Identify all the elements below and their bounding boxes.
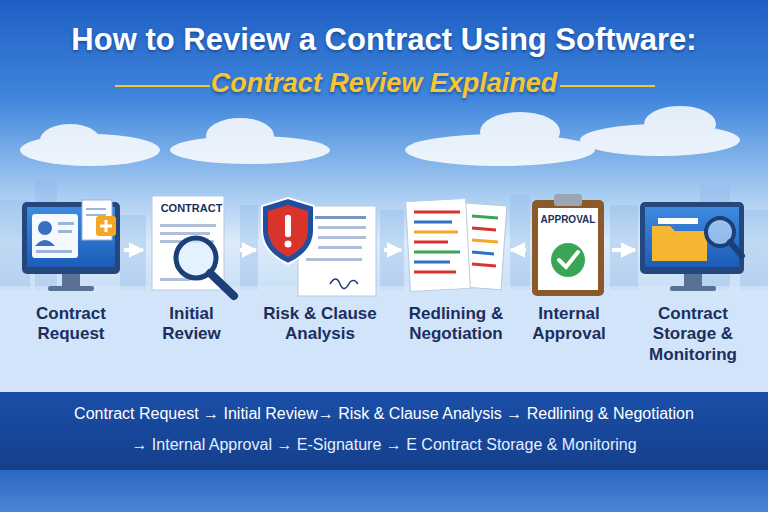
- request-monitor-icon-part: [86, 208, 106, 210]
- city-skyline-part: [240, 205, 258, 290]
- contract-magnifier-icon: [152, 196, 234, 296]
- approval-clipboard-icon-part: [538, 208, 598, 290]
- flow-arrow: [240, 248, 256, 252]
- redline-documents-icon-part-part: [414, 271, 456, 274]
- redline-documents-icon-part: [414, 212, 498, 272]
- storage-monitor-icon-part: [645, 207, 739, 267]
- city-skyline-part: [610, 205, 638, 290]
- clouds: [20, 106, 740, 166]
- subtitle-rules-part: [115, 85, 210, 87]
- step-label: Redlining & Negotiation: [403, 304, 509, 345]
- storage-monitor-icon-part: [640, 202, 744, 274]
- contract-magnifier-icon-part: [160, 278, 190, 281]
- step-label: Risk & Clause Analysis: [258, 304, 382, 345]
- storage-monitor-icon-part: [670, 286, 716, 291]
- risk-shield-document-icon-part: [268, 205, 308, 257]
- risk-shield-document-icon-part: [285, 241, 292, 248]
- redline-documents-icon-part-part: [414, 211, 460, 214]
- flow-arrow: [124, 248, 143, 252]
- process-step: APPROVAL Internal Approval: [528, 192, 610, 382]
- risk-shield-document-icon-part: [306, 258, 362, 261]
- process-step: CONTRACT Initial Review: [145, 192, 238, 382]
- flow-arrow: [612, 248, 635, 252]
- process-step: Redlining & Negotiation: [403, 192, 509, 382]
- process-step: Risk & Clause Analysis: [258, 192, 382, 382]
- redline-documents-icon-part-part: [414, 221, 452, 224]
- redline-documents-icon-part-part: [472, 252, 494, 254]
- step-label: Initial Review: [145, 304, 238, 345]
- background-illustration-part: [0, 0, 768, 392]
- storage-monitor-icon-part: [658, 218, 698, 224]
- background-illustration-part: [0, 286, 768, 392]
- request-monitor-icon-part: [35, 240, 55, 246]
- background-illustration-part: [0, 392, 768, 470]
- risk-shield-document-icon-part: [318, 226, 366, 229]
- request-monitor-icon-part: [96, 216, 116, 236]
- flow-arrow: [511, 248, 526, 252]
- step-label: Internal Approval: [528, 304, 610, 345]
- risk-shield-document-icon: [262, 198, 376, 296]
- flow-summary-line: Contract Request → Initial Review→ Risk …: [0, 405, 768, 423]
- clouds-part: [480, 112, 560, 152]
- contract-magnifier-icon-part: [160, 232, 210, 235]
- risk-shield-document-icon-part: [285, 215, 291, 237]
- request-monitor-icon-part: [86, 214, 106, 216]
- flow-summary-line: → Internal Approval → E-Signature → E Co…: [0, 436, 768, 454]
- icon-text: CONTRACT: [152, 202, 231, 214]
- redline-documents-icon-part-part: [472, 228, 496, 230]
- process-step: Contract Storage & Monitoring: [637, 192, 749, 382]
- redline-documents-icon-part-part: [472, 264, 496, 266]
- flow-arrow: [384, 248, 401, 252]
- city-skyline-part: [120, 215, 146, 290]
- clouds-part: [40, 124, 100, 156]
- request-monitor-icon-part: [58, 222, 74, 225]
- step-label: Contract Storage & Monitoring: [637, 304, 749, 365]
- contract-magnifier-icon-part: [210, 273, 234, 296]
- storage-monitor-icon-part: [652, 226, 707, 261]
- clouds-part: [644, 106, 716, 142]
- request-monitor-icon-part: [38, 221, 52, 235]
- redline-documents-icon-part-part: [414, 261, 450, 264]
- subtitle: Contract Review Explained: [0, 68, 768, 99]
- storage-monitor-icon-part: [730, 242, 742, 256]
- redline-documents-icon-part-part: [414, 231, 458, 234]
- city-skyline: [0, 180, 768, 290]
- approval-clipboard-icon-part: [559, 252, 578, 267]
- risk-shield-document-icon-part: [330, 279, 358, 289]
- city-skyline-part: [510, 195, 530, 290]
- request-monitor-icon-part: [58, 230, 72, 233]
- redline-documents-icon: [406, 198, 507, 291]
- request-monitor-icon-part: [36, 250, 72, 253]
- risk-shield-document-icon-part: [318, 246, 362, 249]
- risk-shield-document-icon-part: [262, 198, 314, 264]
- process-step: Contract Request: [20, 192, 122, 382]
- approval-clipboard-icon-part: [551, 243, 585, 277]
- request-monitor-icon-part: [100, 220, 112, 232]
- approval-clipboard-icon-part: [554, 194, 582, 206]
- city-skyline-part: [380, 210, 404, 290]
- step-label: Contract Request: [20, 304, 122, 345]
- approval-clipboard-icon-part: [532, 200, 604, 296]
- request-monitor-icon-part: [62, 274, 80, 286]
- redline-documents-icon-part-part: [472, 240, 498, 242]
- contract-magnifier-icon-part: [160, 224, 216, 227]
- subtitle-rules-part: [560, 85, 655, 87]
- request-monitor-icon-part: [32, 214, 78, 258]
- approval-clipboard-icon: [532, 194, 604, 296]
- title: How to Review a Contract Using Software:: [0, 22, 768, 58]
- redline-documents-icon-part: [406, 198, 471, 291]
- redline-documents-icon-part-part: [414, 251, 460, 254]
- request-monitor-icon-part: [48, 286, 94, 291]
- request-monitor-icon: [22, 200, 120, 291]
- redline-documents-icon-part-part: [414, 241, 448, 244]
- clouds-part: [206, 118, 274, 154]
- redline-documents-icon-part-part: [472, 216, 498, 218]
- icon-text: APPROVAL: [538, 214, 598, 225]
- storage-monitor-icon-part: [684, 274, 702, 286]
- storage-monitor-icon: [640, 202, 744, 291]
- background-illustration-part: [0, 470, 768, 512]
- city-skyline-part: [740, 210, 768, 290]
- risk-shield-document-icon-part: [318, 236, 366, 239]
